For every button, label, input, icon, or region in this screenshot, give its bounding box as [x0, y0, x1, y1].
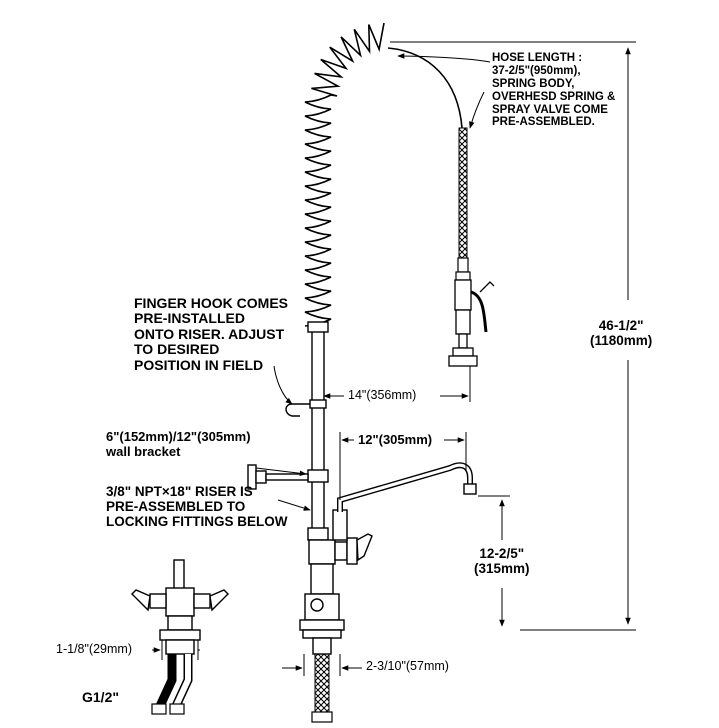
hose-note-line: SPRAY VALVE COME [492, 103, 608, 116]
inlet-hose [311, 653, 333, 723]
finger-hook-note-line: POSITION IN FIELD [134, 356, 264, 373]
riser-note-line: LOCKING FITTINGS BELOW [106, 514, 288, 530]
spout-height-metric: (315mm) [474, 561, 530, 577]
riser-note: 3/8" NPT×18" RISER IS PRE-ASSEMBLED TO L… [106, 484, 288, 529]
overhead-hose [387, 47, 463, 129]
hook-reach-dim: 14"(356mm) [348, 388, 417, 402]
hose-note-line: HOSE LENGTH : [492, 52, 583, 64]
mixer-base-dim: 1-1/8"(29mm) [56, 642, 132, 656]
hose-note-line: 37-2/5"(950mm), [492, 64, 581, 77]
finger-hook-note-line: FINGER HOOK COMES [134, 295, 289, 311]
pre-rinse-hose [455, 127, 471, 281]
wall-bracket [247, 464, 309, 490]
finger-hook-note-line: TO DESIRED [134, 341, 220, 358]
hose-note: HOSE LENGTH : 37-2/5"(950mm), SPRING BOD… [492, 52, 615, 129]
spout-reach-dim: 12"(305mm) [358, 432, 433, 447]
finger-hook-note: FINGER HOOK COMES PRE-INSTALLED ONTO RIS… [134, 295, 289, 373]
riser-note-line: PRE-ASSEMBLED TO [106, 499, 246, 515]
spout-height-value: 12-2/5" [479, 546, 525, 561]
inlet-thread-dim: G1/2" [82, 689, 119, 705]
hose-note-line: OVERHESD SPRING & [492, 90, 616, 103]
total-height-metric: (1180mm) [590, 333, 653, 349]
hose-note-line: SPRING BODY, [492, 77, 575, 90]
wall-bracket-note: 6"(152mm)/12"(305mm) wall bracket [106, 429, 251, 459]
riser-pipe [307, 321, 329, 541]
riser-note-line: 3/8" NPT×18" RISER IS [106, 484, 253, 499]
swing-spout [332, 462, 477, 541]
spout-height-dim: 12-2/5" (315mm) [474, 546, 530, 576]
valve-body [299, 533, 373, 655]
total-height-dim: 46-1/2" (1180mm) [590, 318, 652, 348]
leader-lines [255, 53, 491, 511]
finger-hook-note-line: PRE-INSTALLED [134, 310, 245, 327]
total-height-value: 46-1/2" [598, 318, 644, 333]
hose-note-line: PRE-ASSEMBLED. [492, 116, 595, 129]
wall-bracket-note-line: 6"(152mm)/12"(305mm) [106, 429, 251, 444]
dimension-lines [152, 41, 636, 676]
finger-hook-note-line: ONTO RISER. ADJUST [134, 325, 285, 342]
base-width-dim: 2-3/10"(57mm) [366, 659, 449, 673]
spray-valve [448, 279, 495, 367]
mixer-side-view [131, 559, 229, 655]
coil-spring [304, 22, 385, 327]
wall-bracket-note-line: wall bracket [106, 443, 181, 459]
mixer-inlet-hoses [151, 654, 193, 715]
